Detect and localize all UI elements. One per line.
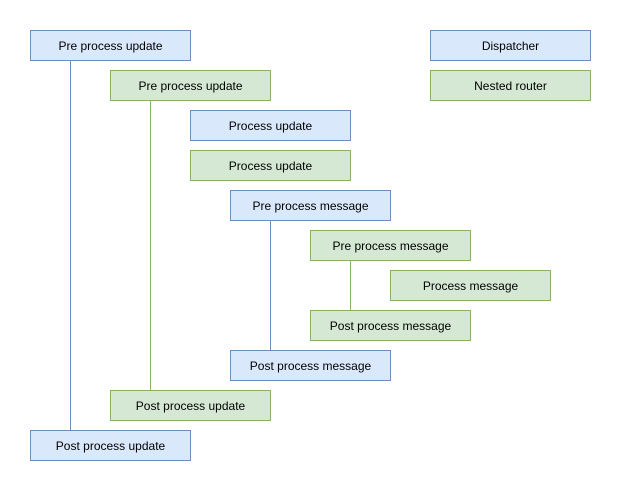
svg-text:Post process update: Post process update [136, 399, 246, 413]
svg-text:Pre process message: Pre process message [252, 199, 368, 213]
svg-text:Post process update: Post process update [56, 439, 166, 453]
svg-text:Dispatcher: Dispatcher [482, 39, 539, 53]
svg-text:Post process message: Post process message [330, 319, 452, 333]
svg-text:Process message: Process message [423, 279, 519, 293]
svg-text:Process update: Process update [229, 159, 313, 173]
svg-text:Post process message: Post process message [250, 359, 372, 373]
svg-text:Pre process update: Pre process update [138, 79, 242, 93]
svg-text:Nested router: Nested router [474, 79, 547, 93]
svg-text:Pre process update: Pre process update [58, 39, 162, 53]
svg-text:Process update: Process update [229, 119, 313, 133]
svg-text:Pre process message: Pre process message [332, 239, 448, 253]
